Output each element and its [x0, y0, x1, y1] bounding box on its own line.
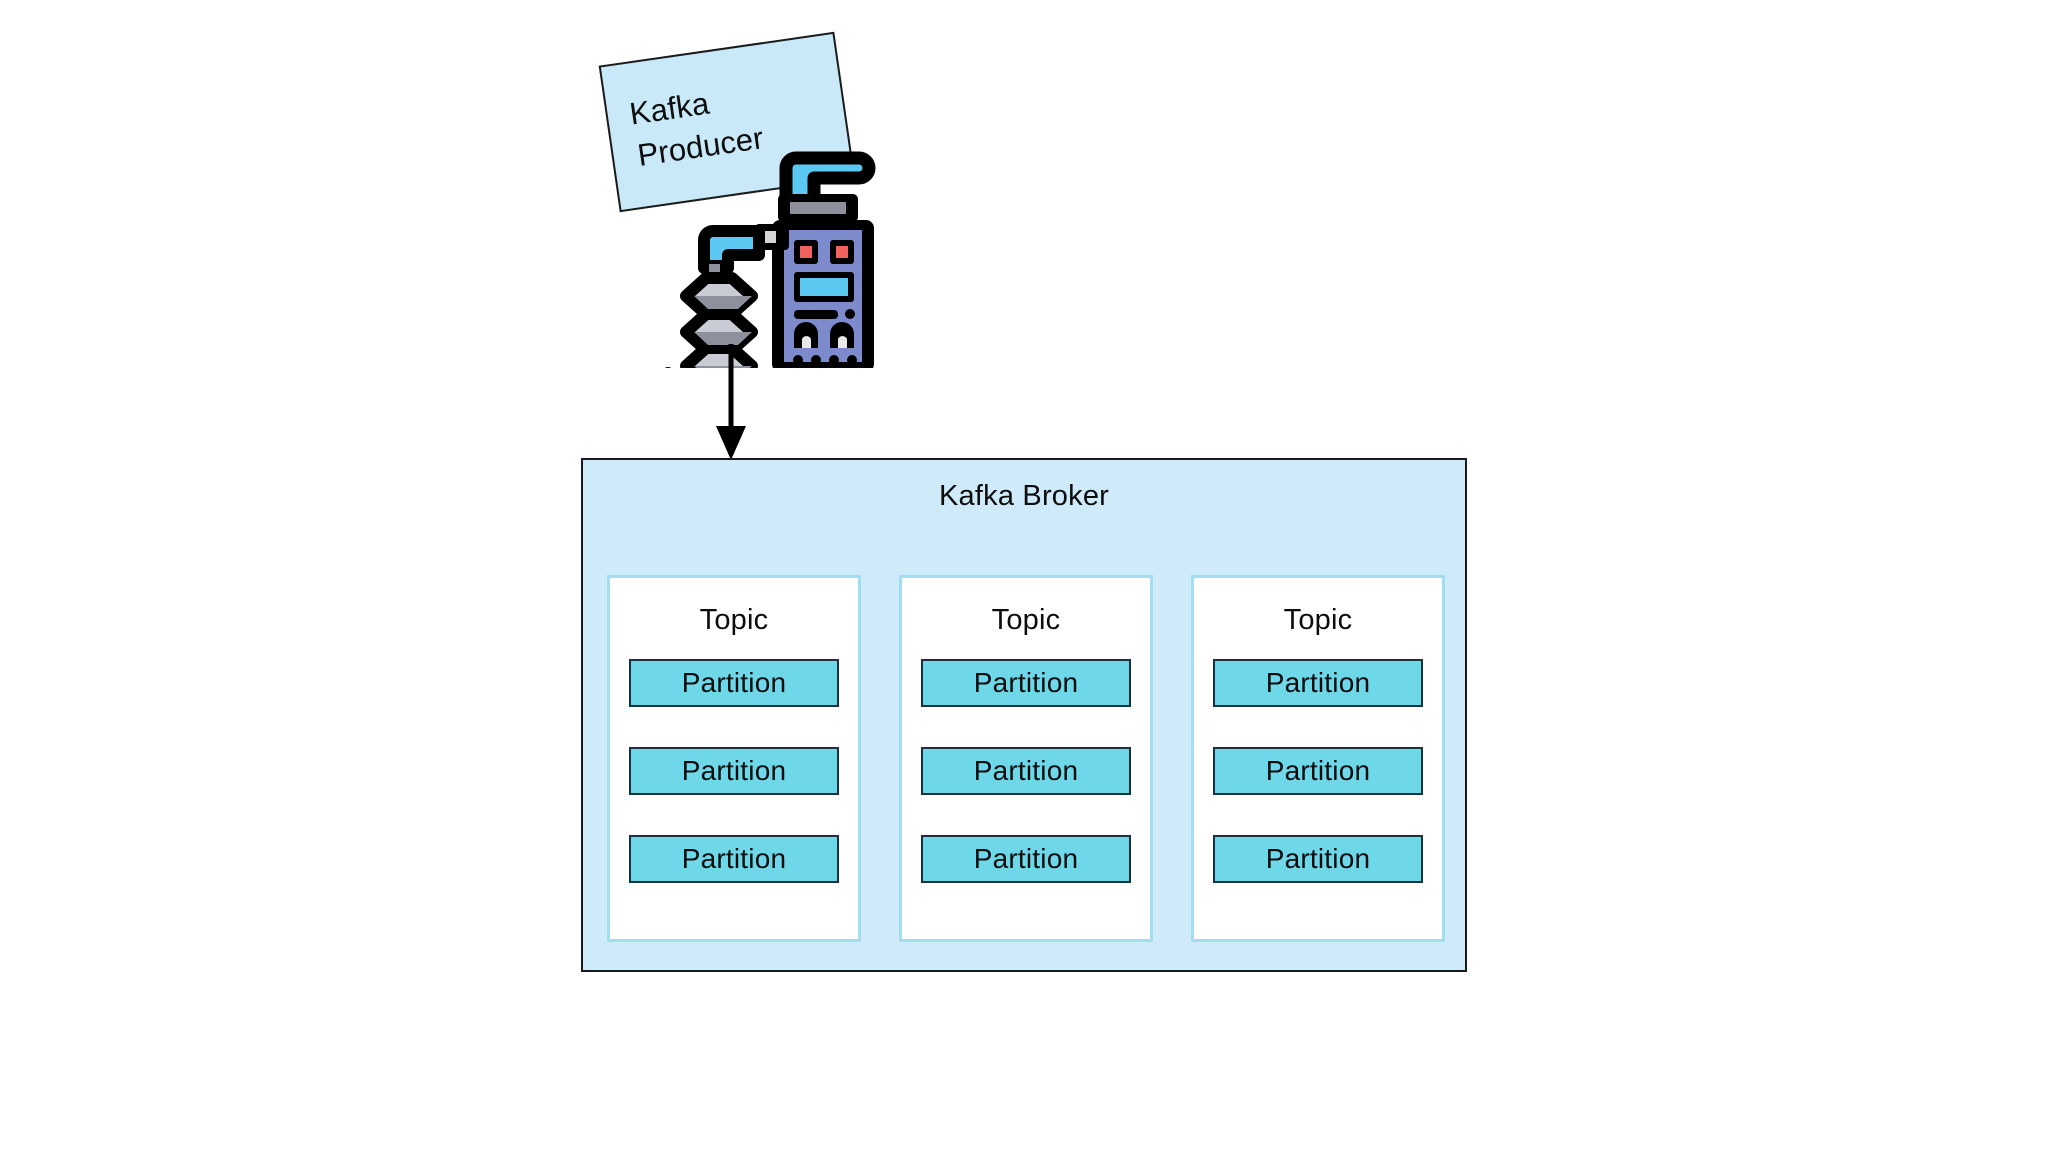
topic-box-2[interactable]: Topic Partition Partition Partition: [899, 575, 1153, 942]
topic-title-1: Topic: [699, 604, 769, 636]
partition-box-3-2[interactable]: Partition: [1213, 747, 1423, 795]
partition-list-3: Partition Partition Partition: [1213, 659, 1423, 883]
broker-title: Kafka Broker: [938, 480, 1110, 512]
machine-bottom-dot-2: [811, 355, 821, 365]
machine-gauge-right-inner: [838, 336, 847, 348]
machine-bottom-dot-3: [829, 355, 839, 365]
machine-gauge-right: [830, 322, 854, 348]
machine-display-screen: [800, 278, 848, 296]
partition-box-1-1[interactable]: Partition: [629, 659, 839, 707]
partition-box-2-1[interactable]: Partition: [921, 659, 1131, 707]
machine-left-arm-inner: [764, 231, 776, 243]
partition-box-2-3[interactable]: Partition: [921, 835, 1131, 883]
partition-box-1-2[interactable]: Partition: [629, 747, 839, 795]
partition-box-3-3[interactable]: Partition: [1213, 835, 1423, 883]
machine-gauge-left-inner: [802, 336, 811, 348]
partition-list-2: Partition Partition Partition: [921, 659, 1131, 883]
factory-machine-icon: [664, 151, 876, 368]
machine-slot-bar: [794, 310, 838, 319]
machine-indicator-right-icon: [836, 246, 848, 258]
machine-bottom-dot-4: [847, 355, 857, 365]
machine-disc-shadows: [694, 296, 752, 368]
topic-box-3[interactable]: Topic Partition Partition Partition: [1191, 575, 1445, 942]
partition-box-2-2[interactable]: Partition: [921, 747, 1131, 795]
machine-base-dot: [664, 367, 672, 368]
topic-title-3: Topic: [1283, 604, 1353, 636]
machine-top-cap-inner: [790, 202, 846, 214]
kafka-broker-box: Kafka Broker Topic Partition Partition P…: [581, 458, 1467, 972]
partition-list-1: Partition Partition Partition: [629, 659, 839, 883]
machine-pipe-joint-inner: [709, 264, 720, 273]
machine-gauge-left: [794, 322, 818, 348]
partition-box-3-1[interactable]: Partition: [1213, 659, 1423, 707]
topic-title-2: Topic: [991, 604, 1061, 636]
topics-row: Topic Partition Partition Partition Topi…: [607, 575, 1445, 942]
topic-box-1[interactable]: Topic Partition Partition Partition: [607, 575, 861, 942]
machine-left-pipe-icon: [698, 225, 765, 274]
partition-box-1-3[interactable]: Partition: [629, 835, 839, 883]
producer-to-broker-arrow: [716, 344, 746, 460]
arrow-head-icon: [716, 426, 746, 460]
machine-bottom-dot-1: [793, 355, 803, 365]
machine-indicator-left-icon: [800, 246, 812, 258]
machine-small-dot: [845, 309, 855, 319]
